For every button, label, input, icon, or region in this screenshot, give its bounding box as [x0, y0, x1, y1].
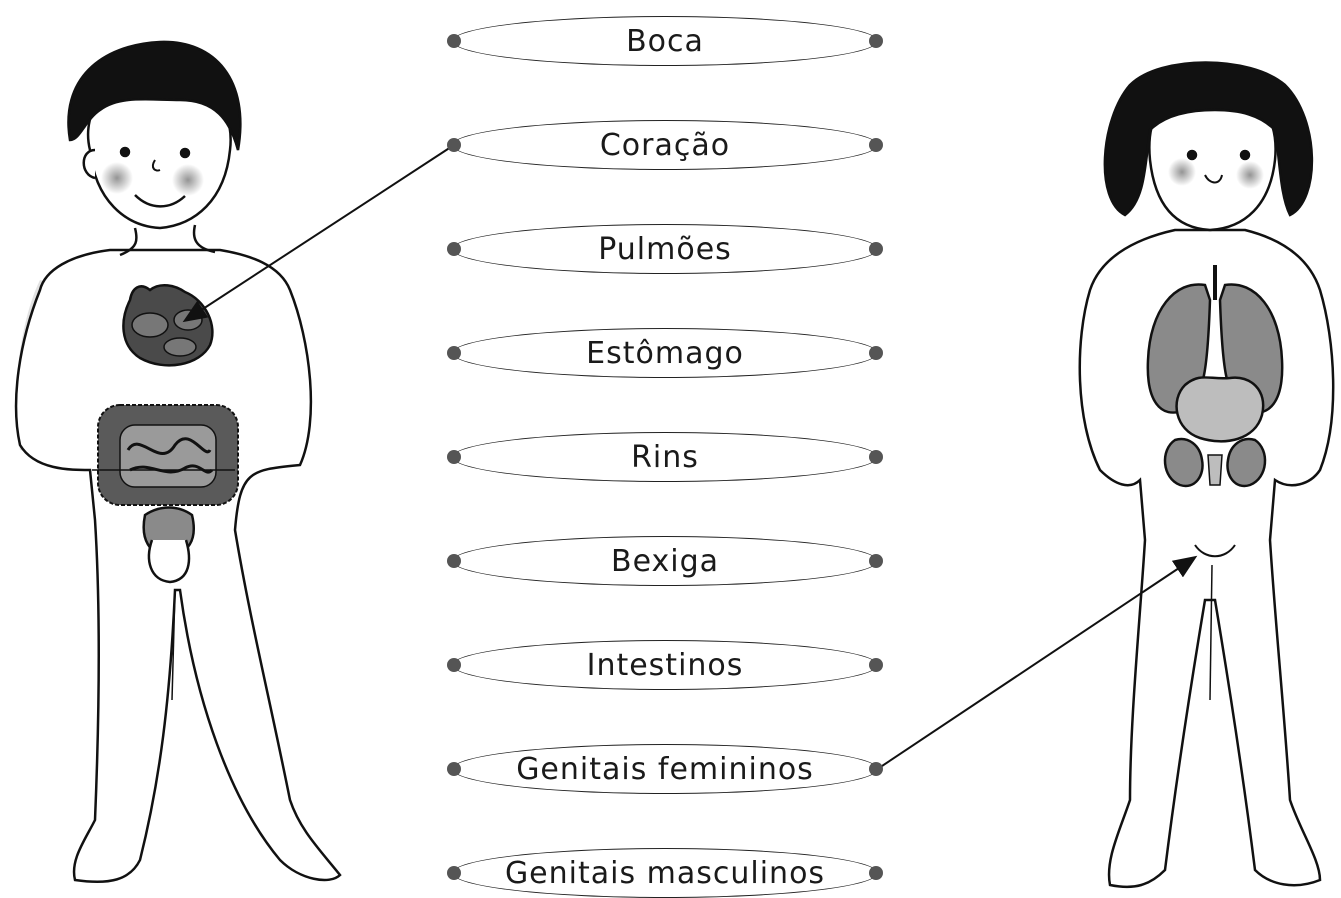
label-oval-rins[interactable]: Rins [452, 432, 878, 482]
label-text: Intestinos [586, 647, 744, 683]
right-dot[interactable] [869, 242, 883, 256]
label-text: Bexiga [610, 543, 720, 579]
label-oval-coracao[interactable]: Coração [452, 120, 878, 170]
label-text: Pulmões [598, 231, 732, 267]
boy-figure [14, 40, 342, 884]
right-dot[interactable] [869, 346, 883, 360]
kidneys-organ [1163, 437, 1267, 488]
label-oval-genitais-femininos[interactable]: Genitais femininos [452, 744, 878, 794]
label-text: Rins [631, 439, 699, 475]
left-dot[interactable] [447, 346, 461, 360]
right-dot[interactable] [869, 450, 883, 464]
label-oval-bexiga[interactable]: Bexiga [452, 536, 878, 586]
left-dot[interactable] [447, 554, 461, 568]
right-dot[interactable] [869, 34, 883, 48]
left-dot[interactable] [447, 34, 461, 48]
label-oval-estomago[interactable]: Estômago [452, 328, 878, 378]
left-dot[interactable] [447, 450, 461, 464]
left-dot[interactable] [447, 762, 461, 776]
label-text: Estômago [586, 335, 744, 371]
intestines-organ [97, 404, 239, 506]
label-text: Coração [599, 127, 731, 163]
girl-figure [1078, 61, 1335, 889]
label-text: Genitais masculinos [504, 855, 826, 891]
label-oval-genitais-masculinos[interactable]: Genitais masculinos [452, 848, 878, 898]
right-dot[interactable] [869, 554, 883, 568]
label-oval-intestinos[interactable]: Intestinos [452, 640, 878, 690]
label-text: Boca [626, 23, 704, 59]
label-oval-pulmoes[interactable]: Pulmões [452, 224, 878, 274]
left-dot[interactable] [447, 138, 461, 152]
left-dot[interactable] [447, 866, 461, 880]
right-dot[interactable] [869, 866, 883, 880]
left-dot[interactable] [447, 242, 461, 256]
arrow-genitals-female [875, 555, 1198, 771]
label-text: Genitais femininos [516, 751, 814, 787]
arrow-heart [182, 144, 455, 323]
right-dot[interactable] [869, 658, 883, 672]
label-oval-boca[interactable]: Boca [452, 16, 878, 66]
right-dot[interactable] [869, 138, 883, 152]
right-dot[interactable] [869, 762, 883, 776]
left-dot[interactable] [447, 658, 461, 672]
